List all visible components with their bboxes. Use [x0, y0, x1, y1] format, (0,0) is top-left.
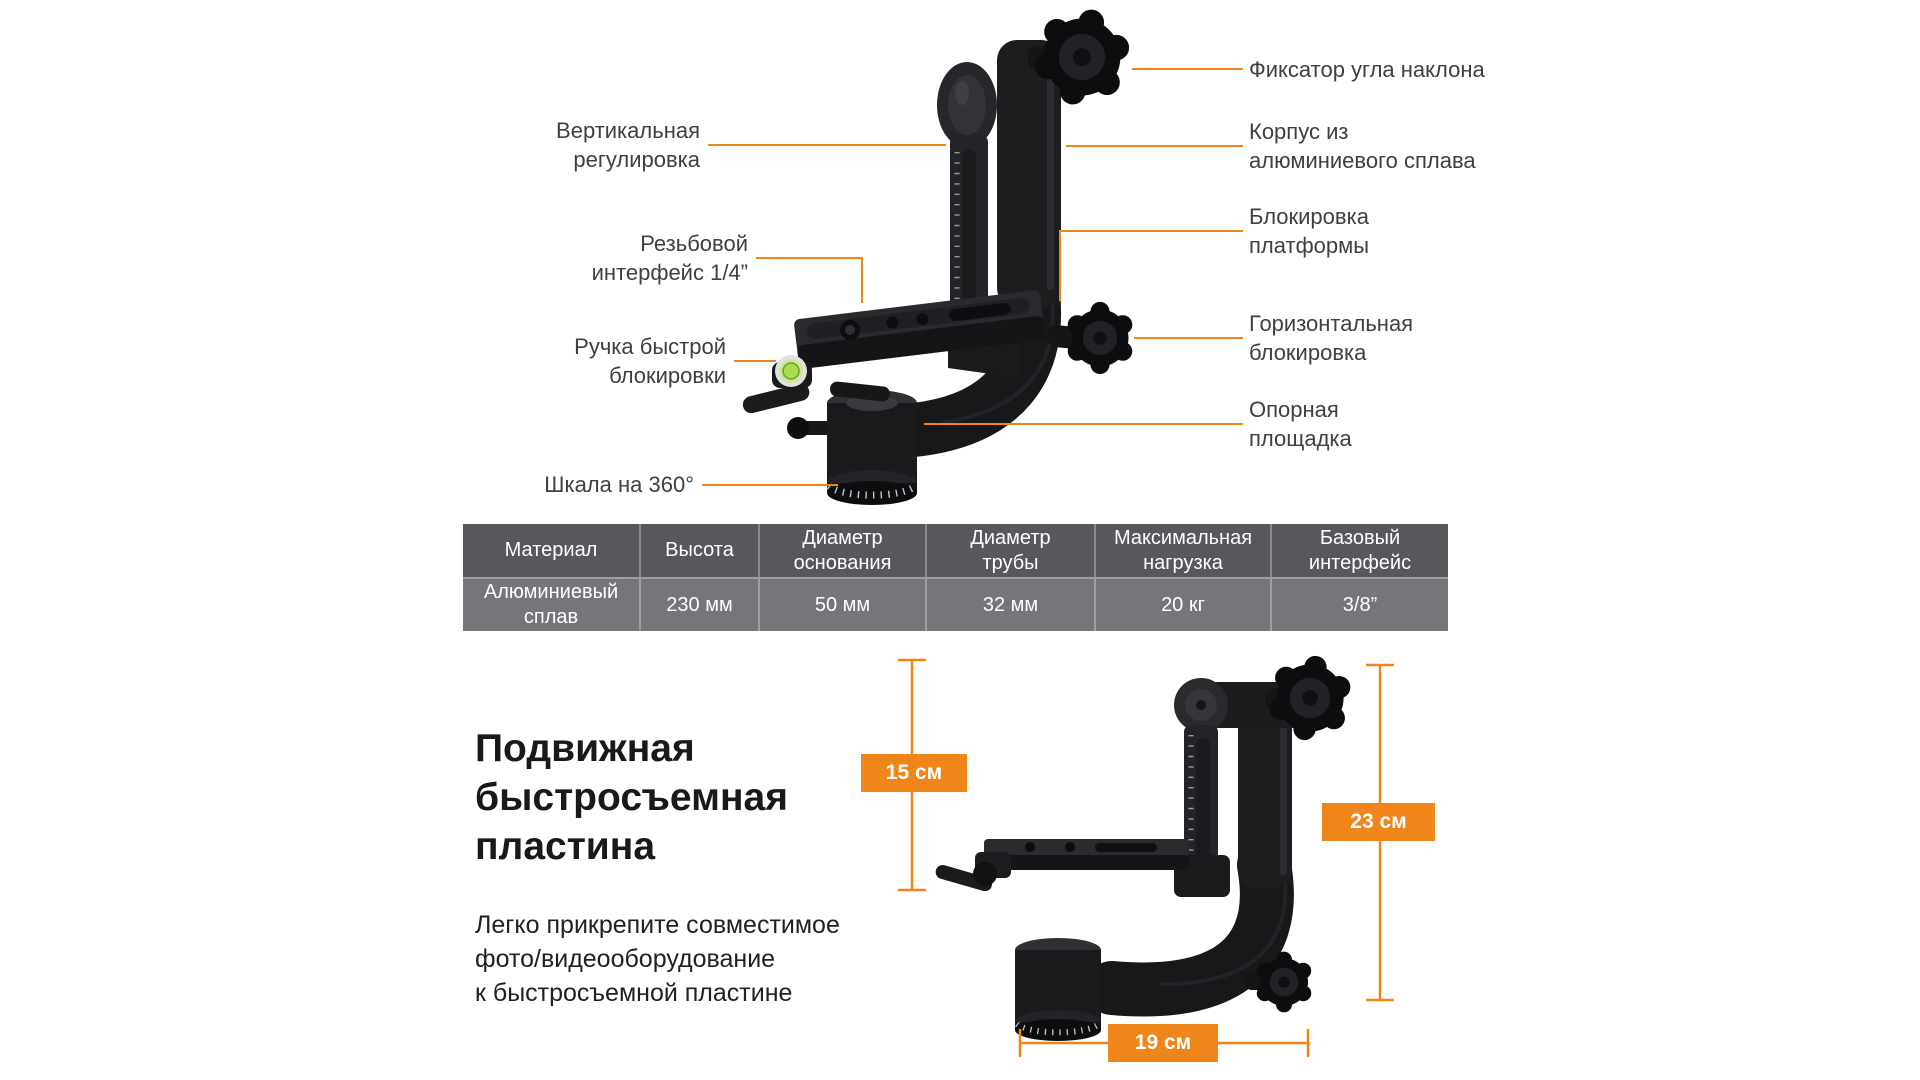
- side-clamp-knob: [973, 862, 997, 886]
- gimbal-head-side-illustration: [935, 649, 1355, 1041]
- quick-release-platform: [794, 290, 1046, 369]
- callout-support-platform: Опорная площадка: [1249, 397, 1352, 452]
- quick-lock-lever: [742, 383, 810, 414]
- callout-aluminum-body: Корпус из алюминиевого сплава: [1249, 119, 1476, 174]
- spec-value-material: Алюминиевый сплав: [463, 577, 639, 631]
- spec-value-tube-diameter: 32 мм: [925, 577, 1094, 631]
- side-quick-release-plate: [935, 839, 1189, 892]
- main-column: [997, 40, 1061, 308]
- callout-horizontal-lock: Горизонтальная блокировка: [1249, 311, 1414, 366]
- spec-header-max-load: Максимальная нагрузка: [1094, 524, 1270, 577]
- quarter-inch-screw: [886, 316, 899, 329]
- callout-tilt-lock: Фиксатор угла наклона: [1249, 57, 1485, 82]
- bubble-level: [772, 355, 812, 388]
- spec-table-header-row: Материал Высота Диаметр основания Диамет…: [463, 524, 1448, 577]
- callout-360-scale: Шкала на 360°: [544, 472, 694, 497]
- dimension-badge-total-height-23cm: 23 см: [1322, 803, 1435, 841]
- j-arm: [1085, 838, 1294, 1017]
- panoramic-base: [787, 390, 918, 505]
- base-360-scale: [826, 483, 918, 499]
- side-pivot-hub: [1174, 678, 1228, 732]
- callout-vertical-adjustment: Вертикальная регулировка: [556, 118, 700, 173]
- horizontal-lock-knob: [1067, 301, 1133, 375]
- side-panoramic-base: [1015, 938, 1101, 1041]
- spec-value-base-diameter: 50 мм: [758, 577, 925, 631]
- spec-header-base-diameter: Диаметр основания: [758, 524, 925, 577]
- spec-header-material: Материал: [463, 524, 639, 577]
- spec-table-value-row: Алюминиевый сплав 230 мм 50 мм 32 мм 20 …: [463, 577, 1448, 631]
- gimbal-head-front-illustration: [742, 0, 1137, 505]
- callout-platform-lock: Блокировка платформы: [1249, 204, 1370, 259]
- spec-table: Материал Высота Диаметр основания Диамет…: [463, 524, 1448, 631]
- spec-header-height: Высота: [639, 524, 758, 577]
- spec-header-base-interface: Базовый интерфейс: [1270, 524, 1448, 577]
- dimension-badge-rail-height-15cm: 15 см: [861, 754, 967, 792]
- base-lock-knob: [787, 417, 809, 439]
- feature-description: Легко прикрепите совместимое фото/видеоо…: [475, 911, 840, 1007]
- dimension-badge-width-19cm: 19 см: [1108, 1024, 1218, 1062]
- feature-heading: Подвижная быстросъемная пластина: [475, 727, 788, 869]
- spec-header-tube-diameter: Диаметр трубы: [925, 524, 1094, 577]
- callout-quick-lock-handle: Ручка быстрой блокировки: [574, 334, 726, 389]
- spec-value-height: 230 мм: [639, 577, 758, 631]
- spec-value-base-interface: 3/8”: [1270, 577, 1448, 631]
- pivot-hub: [937, 62, 997, 148]
- spec-value-max-load: 20 кг: [1094, 577, 1270, 631]
- callout-thread-interface: Резьбовой интерфейс 1/4”: [591, 231, 748, 286]
- leader-lines: [702, 68, 1243, 486]
